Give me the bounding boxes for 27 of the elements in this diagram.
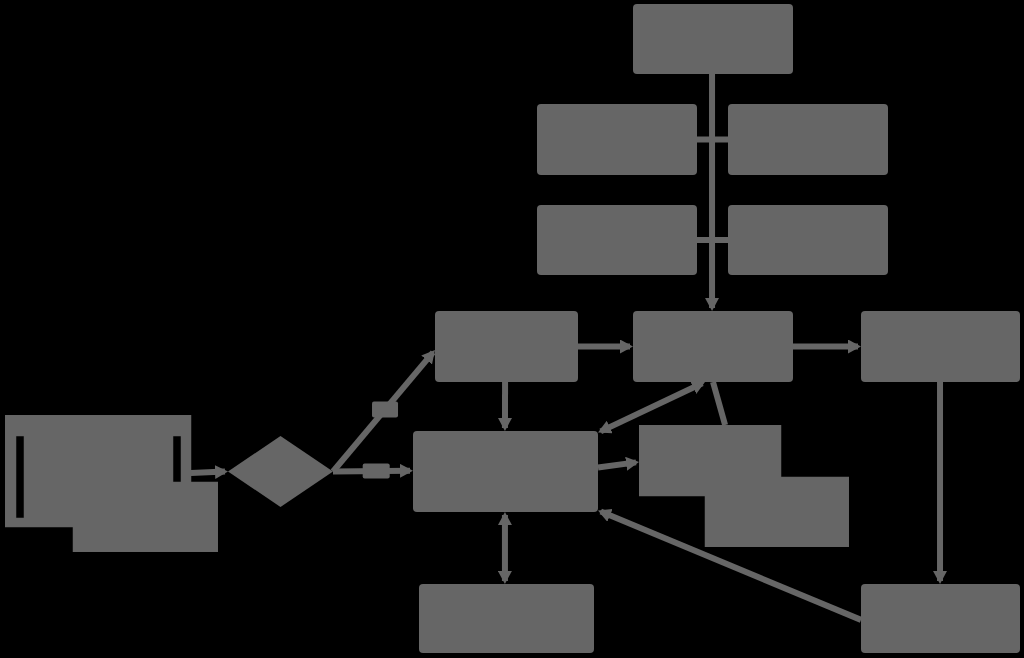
arrow (705, 74, 720, 311)
connector-line (697, 136, 728, 143)
process-box (633, 311, 793, 382)
arrow (497, 512, 512, 584)
process-box (728, 205, 888, 275)
process-box (861, 584, 1020, 653)
arrow (190, 465, 228, 479)
process-box (435, 311, 578, 382)
process-box (861, 311, 1020, 382)
arrow (933, 382, 947, 584)
arrow (598, 508, 863, 623)
process-box (537, 104, 697, 175)
arrow (793, 339, 861, 354)
connector-line (710, 381, 728, 426)
connector-line (697, 237, 728, 243)
arrow (498, 382, 512, 431)
process-box (728, 104, 888, 175)
process-box (633, 4, 793, 74)
stacked-box (5, 415, 218, 552)
decision-diamond (228, 436, 333, 507)
process-box (413, 431, 598, 512)
arrow (578, 339, 633, 354)
process-box (419, 584, 594, 653)
arrow (598, 380, 705, 435)
arrow (597, 456, 639, 471)
process-box (537, 205, 697, 275)
stacked-box (639, 425, 849, 547)
